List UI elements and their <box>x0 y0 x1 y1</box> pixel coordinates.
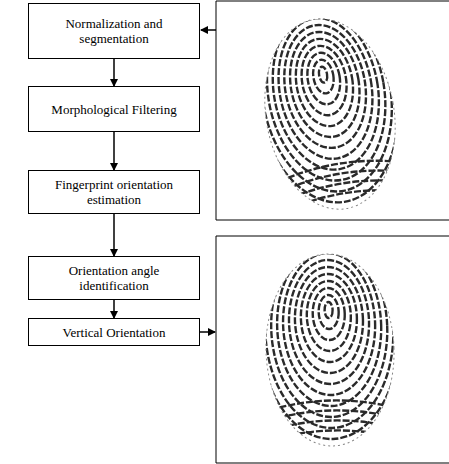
process-box: Orientation angle identification <box>28 256 200 300</box>
box-label: Vertical Orientation <box>63 325 166 340</box>
flow-arrow <box>113 300 115 318</box>
process-box: Vertical Orientation <box>28 318 200 346</box>
flow-arrow <box>113 59 115 86</box>
process-box: Normalization and segmentation <box>28 3 200 59</box>
process-box: Fingerprint orientation estimation <box>28 170 200 214</box>
box-label: Fingerprint orientation estimation <box>35 177 193 207</box>
box-label: Morphological Filtering <box>51 102 176 117</box>
flow-arrow <box>113 132 115 170</box>
box-label: Normalization and segmentation <box>35 16 193 46</box>
box-label: Orientation angle identification <box>35 263 193 293</box>
flow-arrow <box>113 214 115 256</box>
process-box: Morphological Filtering <box>28 86 200 132</box>
